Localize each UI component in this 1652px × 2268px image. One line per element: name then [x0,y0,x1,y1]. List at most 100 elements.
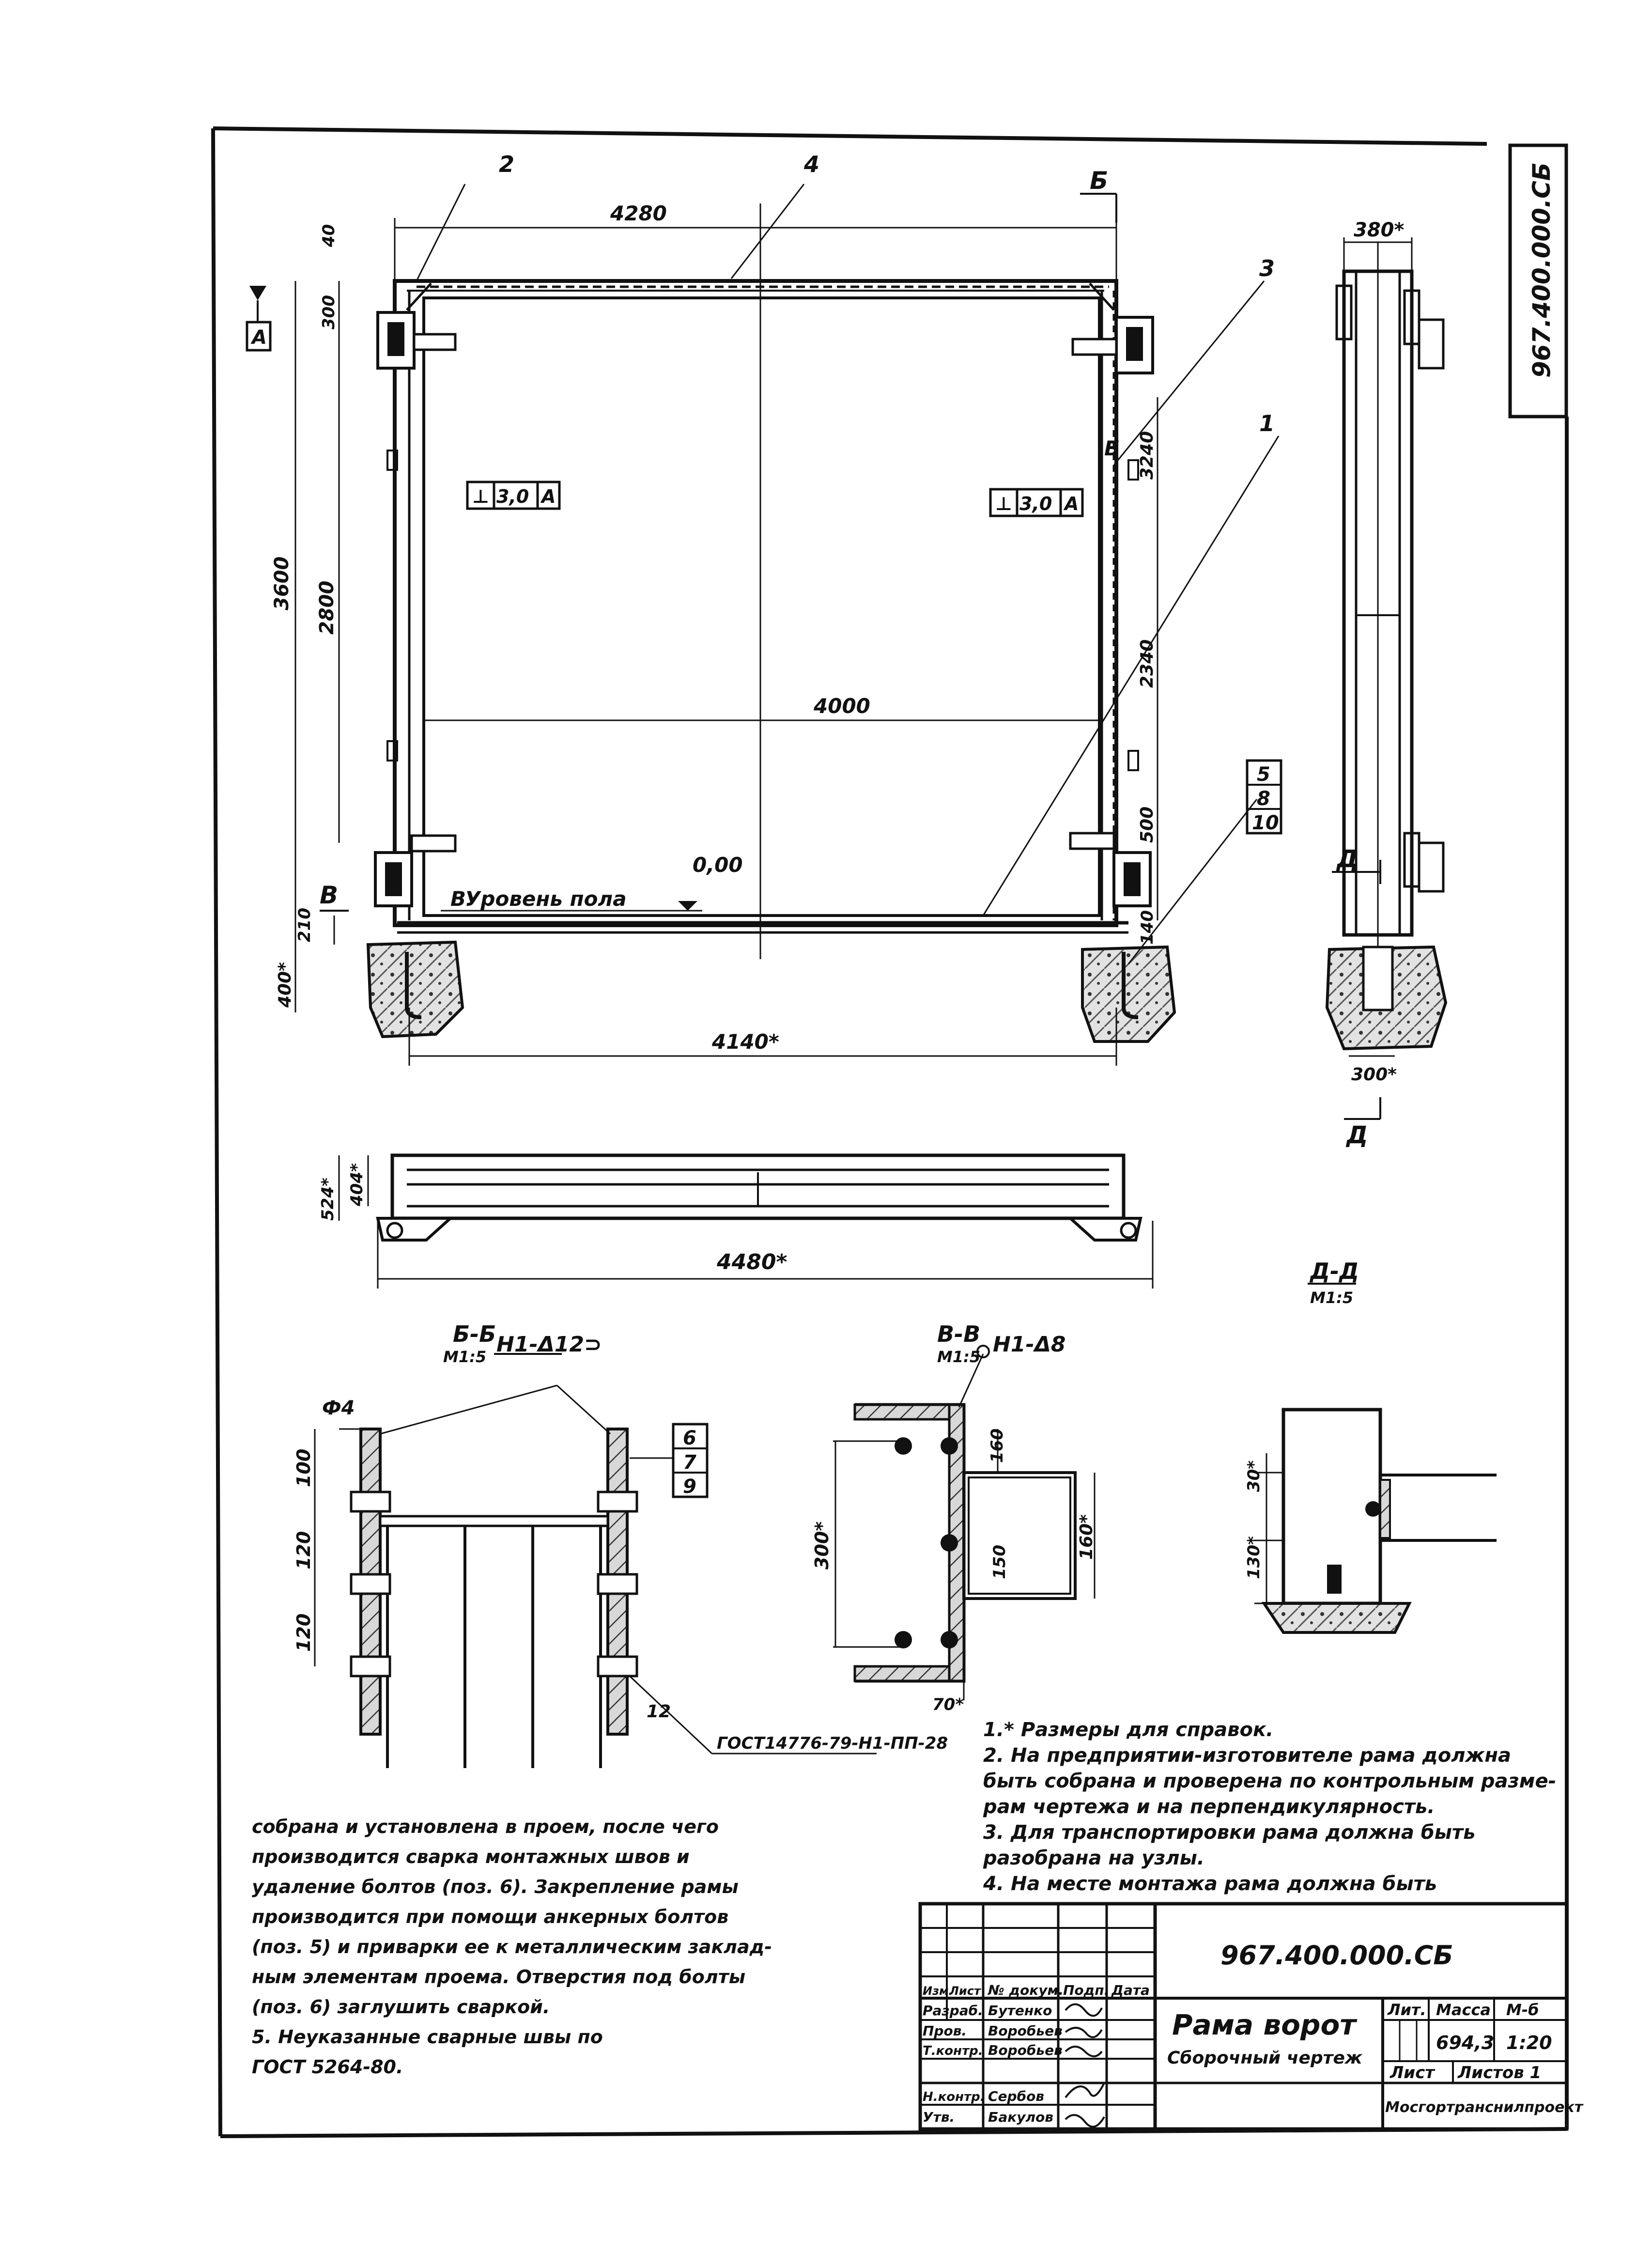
section-mark-d: Д [1336,845,1359,873]
note-line: 3. Для транспортировки рама должна быть [983,1821,1476,1844]
notes-left: собрана и установлена в проем, после чег… [252,1812,772,2082]
note-line: производится при помощи анкерных болтов [252,1906,729,1927]
title-role-tech-control: Т.контр. [923,2044,983,2058]
dim-top-width: 4280 [610,202,667,225]
section-mark-v-inner: В [450,887,466,911]
dim-3240: 3240 [1137,431,1157,480]
section-mark-v: В [320,881,338,909]
callout-10: 10 [1252,812,1279,834]
dim-3600: 3600 [271,557,293,610]
plan-width: 4480* [716,1250,787,1274]
plan-view [338,1153,1154,1289]
dim-300: 300 [319,295,339,329]
title-sheets: Листов 1 [1457,2063,1541,2082]
section-bb-callout-7: 7 [683,1451,696,1474]
title-hdr-sign: Подп. [1063,1982,1109,1998]
section-vv-dim-160s: 160* [1077,1514,1096,1560]
section-dd-dim-130: 130* [1244,1536,1264,1579]
dim-400: 400* [275,962,295,1008]
title-role-developer: Разраб. [923,2003,983,2019]
dim-inner-width: 4000 [813,694,870,718]
title-name-tech-control: Воробьев [988,2042,1063,2058]
signature-marks [1065,2003,1105,2128]
section-vv-dim-300: 300* [811,1522,833,1569]
title-drawing-name: Рама ворот [1172,2008,1358,2041]
section-vv [833,1345,1096,1700]
title-sheet: Лист [1390,2063,1436,2082]
section-bb-thickness: Ф4 [322,1397,355,1419]
front-view [246,184,1282,1066]
section-bb-scale: М1:5 [443,1348,486,1366]
section-bb [314,1353,877,1768]
callout-8: 8 [1257,788,1270,810]
title-hdr-izm: Изм. [923,1984,953,1998]
tolerance-symbol-left: ⊥ [472,486,489,507]
section-dd-dim-30: 30* [1244,1460,1264,1492]
title-hdr-doc: № докум. [987,1982,1064,1998]
tolerance-datum-left: А [540,486,556,507]
plan-dim-524: 524* [318,1178,338,1221]
notes-right: 1.* Размеры для справок. 2. На предприят… [983,1717,1556,1897]
dim-500: 500 [1137,807,1157,843]
section-bb-callout-12: 12 [647,1702,671,1722]
note-line: собрана и установлена в проем, после чег… [252,1816,719,1837]
title-col-scale: М-б [1506,2001,1539,2019]
title-col-mass: Масса [1436,2001,1491,2019]
floor-level-label: Уровень пола [465,887,627,911]
section-bb-dim-120b: 120 [293,1614,314,1652]
callout-3: 3 [1259,255,1275,281]
section-vv-title: В-В [937,1321,980,1347]
title-scale: 1:20 [1506,2032,1552,2053]
title-org: Мосгортранснилпроект [1385,2099,1584,2116]
side-dim-top: 380* [1354,219,1404,241]
section-bb-dim-100: 100 [293,1449,314,1487]
tolerance-datum-right: А [1063,493,1079,514]
side-dim-bottom: 300* [1351,1065,1397,1085]
note-line: удаление болтов (поз. 6). Закрепление ра… [252,1876,739,1897]
note-line: разобрана на узлы. [983,1847,1204,1869]
note-line: 2. На предприятии-изготовителе рама долж… [983,1744,1511,1767]
section-vv-scale: М1:5 [937,1348,980,1366]
dim-40: 40 [319,224,339,248]
note-line: ным элементам проема. Отверстия под болт… [252,1966,746,1988]
section-mark-b-inner: Б [1104,436,1120,460]
title-block [918,1902,1569,2131]
title-name-norm-control: Сербов [988,2088,1044,2104]
side-view [1325,237,1448,1120]
title-role-approver: Утв. [923,2109,955,2125]
section-bb-callout-6: 6 [683,1427,696,1449]
title-name-developer: Бутенко [988,2003,1052,2019]
callout-5: 5 [1257,763,1270,786]
sheet-code-stamp: 967.400.000.СБ [1528,162,1556,378]
dim-140-right: 140 [1138,910,1157,945]
section-mark-b: Б [1090,167,1108,195]
title-name-checker: Воробьев [988,2023,1063,2039]
callout-4: 4 [803,151,819,177]
note-line: рам чертежа и на перпендикулярность. [983,1796,1435,1818]
section-vv-dim-70: 70* [932,1695,964,1714]
level-zero: 0,00 [693,853,743,877]
section-vv-dim-150: 150 [990,1545,1009,1579]
section-dd-title: Д-Д [1309,1258,1359,1284]
title-mass: 694,3 [1436,2032,1494,2053]
section-dd [1254,1283,1497,1634]
dim-base-width: 4140* [711,1030,779,1054]
title-doc-type: Сборочный чертеж [1167,2048,1363,2068]
tolerance-symbol-right: ⊥ [995,493,1012,514]
section-dd-scale: М1:5 [1310,1289,1353,1307]
note-line: 1.* Размеры для справок. [983,1719,1274,1741]
section-bb-gost: ГОСТ14776-79-Н1-ПП-28 [717,1734,948,1753]
note-line: (поз. 6) заглушить сваркой. [252,1996,550,2018]
note-line: 5. Неуказанные сварные швы по [252,2026,603,2048]
title-name-approver: Бакулов [988,2109,1053,2125]
callout-1: 1 [1259,410,1275,436]
section-vv-weld: Н1-Δ8 [993,1332,1065,1357]
title-col-litera: Лит. [1387,2001,1426,2019]
callout-2: 2 [499,151,514,177]
dim-2340: 2340 [1137,639,1157,688]
title-role-checker: Пров. [923,2023,967,2039]
section-bb-callout-9: 9 [683,1476,696,1498]
dim-2800: 2800 [316,581,338,635]
title-role-norm-control: Н.контр. [923,2090,985,2104]
